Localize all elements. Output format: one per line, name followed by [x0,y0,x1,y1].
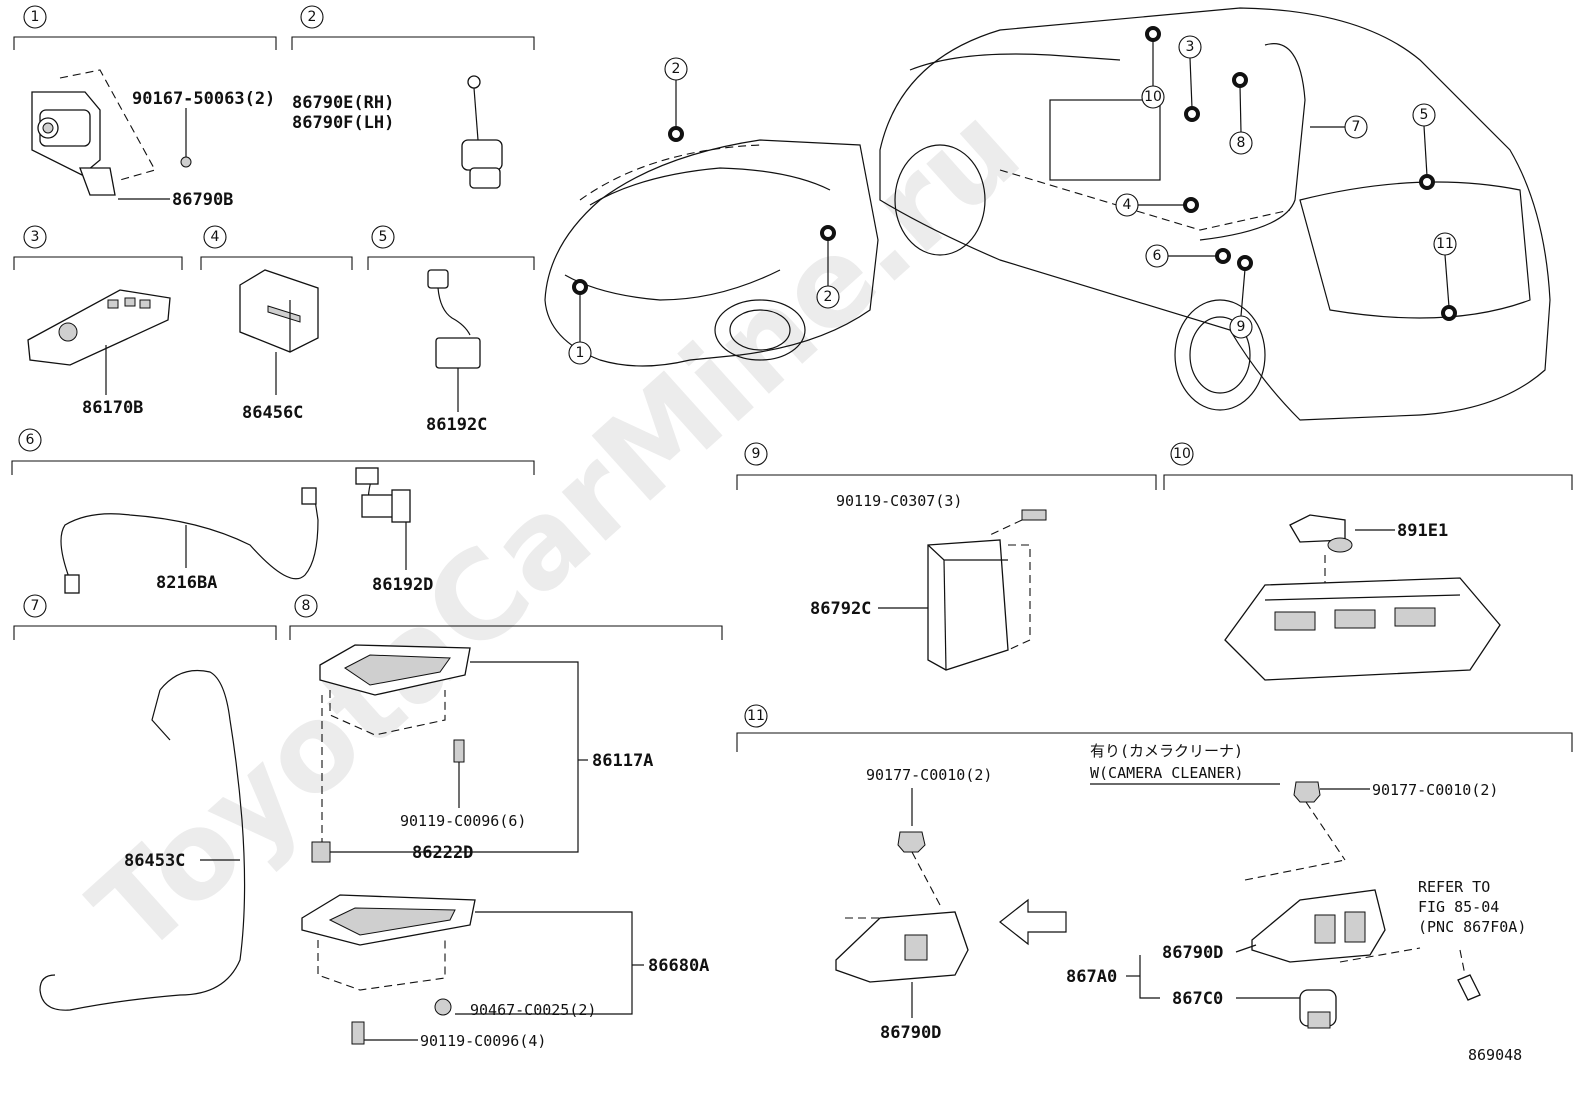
remote-control-icon [27,289,171,366]
rear-camera-icon [31,91,116,196]
section-3: 3 86170B [13,225,183,418]
part-86680A: 86680A [648,956,709,976]
camera-891E1-icon [1289,514,1353,553]
section-8: 8 86117A 90119-C0096(6) 86222D 86680A 90… [289,594,723,1050]
section-1-marker [23,5,47,29]
section-1: 1 90167-50063(2) 86790B [13,5,277,210]
screw-icon [453,739,465,763]
section-3-index: 3 [31,229,40,245]
callout-2b: 2 [824,289,833,305]
side-camera-icon [461,75,503,189]
display-unit-icon [301,894,476,946]
callout-4: 4 [1123,197,1132,213]
bolt-icon [180,156,192,168]
part-86790F: 86790F(LH) [292,113,394,133]
part-86790E: 86790E(RH) [292,93,394,113]
part-86790B: 86790B [172,190,233,210]
part-867C0: 867C0 [1172,989,1223,1009]
callout-10: 10 [1144,89,1162,105]
callout-8: 8 [1237,135,1246,151]
connector-icon [427,269,481,369]
part-86792C: 86792C [810,599,871,619]
part-86117A: 86117A [592,751,653,771]
section-5-index: 5 [379,229,388,245]
camera-86790D-left-icon [835,911,969,983]
nut-icon [434,998,452,1016]
camera-cable-icon [39,669,246,1011]
refer-line-1: REFER TO [1418,878,1490,896]
part-86790D-left: 86790D [880,1023,941,1043]
clip-icon [311,841,331,863]
rear-car-icon [879,7,1551,421]
section-9: 9 90119-C0307(3) 86792C [736,442,1157,671]
part-90119-C0096-6: 90119-C0096(6) [400,812,526,830]
part-8216BA: 8216BA [156,573,217,593]
callout-9: 9 [1237,319,1246,335]
washer-nozzle-icon [1299,989,1337,1029]
part-90167-50063: 90167-50063(2) [132,89,275,109]
part-86222D: 86222D [412,843,473,863]
section-7: 7 86453C [13,594,277,1011]
section-1-index: 1 [31,9,40,25]
condition-en: W(CAMERA CLEANER) [1090,764,1244,782]
section-11-index: 11 [747,708,765,724]
callout-6: 6 [1153,248,1162,264]
section-5: 5 86192C [367,225,535,435]
section-4: 4 86456C [200,225,353,423]
part-90119-C0307: 90119-C0307(3) [836,492,962,510]
clip-icon [897,831,926,853]
screw-icon [351,1021,365,1045]
bolt-icon [1021,509,1047,521]
module-86792C-icon [927,539,1009,671]
condition-jp: 有り(カメラクリーナ) [1090,742,1243,760]
section-2-index: 2 [308,9,317,25]
part-86192C: 86192C [426,415,487,435]
part-86170B: 86170B [82,398,143,418]
switch-icon [355,467,411,523]
part-86192D: 86192D [372,575,433,595]
arrow-left-icon [999,898,1067,946]
clip-icon [1293,781,1321,803]
wire-harness-icon [60,499,319,581]
section-8-index: 8 [302,598,311,614]
part-891E1: 891E1 [1397,521,1448,541]
control-module-icon [239,269,319,353]
front-car-icon [544,139,879,367]
callout-1: 1 [576,345,585,361]
display-frame-icon [319,644,471,696]
callout-11: 11 [1436,236,1454,252]
section-6-index: 6 [26,432,35,448]
section-11: 11 90177-C0010(2) 86790D 有り(カメラクリーナ) W(C… [736,704,1573,1043]
overhead-console-icon [1224,577,1501,681]
part-90177-C0010-left: 90177-C0010(2) [866,766,992,784]
part-90177-C0010-right: 90177-C0010(2) [1372,781,1498,799]
callout-7: 7 [1352,119,1361,135]
section-9-index: 9 [752,446,761,462]
section-10: 10 891E1 [1163,442,1573,681]
part-90119-C0096-4: 90119-C0096(4) [420,1032,546,1050]
section-10-index: 10 [1173,446,1191,462]
part-86790D-right: 86790D [1162,943,1223,963]
callout-3: 3 [1186,39,1195,55]
part-90467-C0025: 90467-C0025(2) [470,1001,596,1019]
figure-code: 869048 [1468,1046,1522,1064]
nozzle-icon [1457,974,1481,1001]
callout-5: 5 [1420,107,1429,123]
section-4-index: 4 [211,229,220,245]
part-86453C: 86453C [124,851,185,871]
callout-2a: 2 [672,61,681,77]
section-6: 6 8216BA 86192D [11,428,535,595]
camera-cleaner-assembly-icon [1251,889,1386,963]
section-7-index: 7 [31,598,40,614]
part-86456C: 86456C [242,403,303,423]
part-867A0: 867A0 [1066,967,1117,987]
section-2: 2 86790E(RH) 86790F(LH) [291,5,535,189]
refer-line-2: FIG 85-04 [1418,898,1499,916]
refer-line-3: (PNC 867F0A) [1418,918,1526,936]
